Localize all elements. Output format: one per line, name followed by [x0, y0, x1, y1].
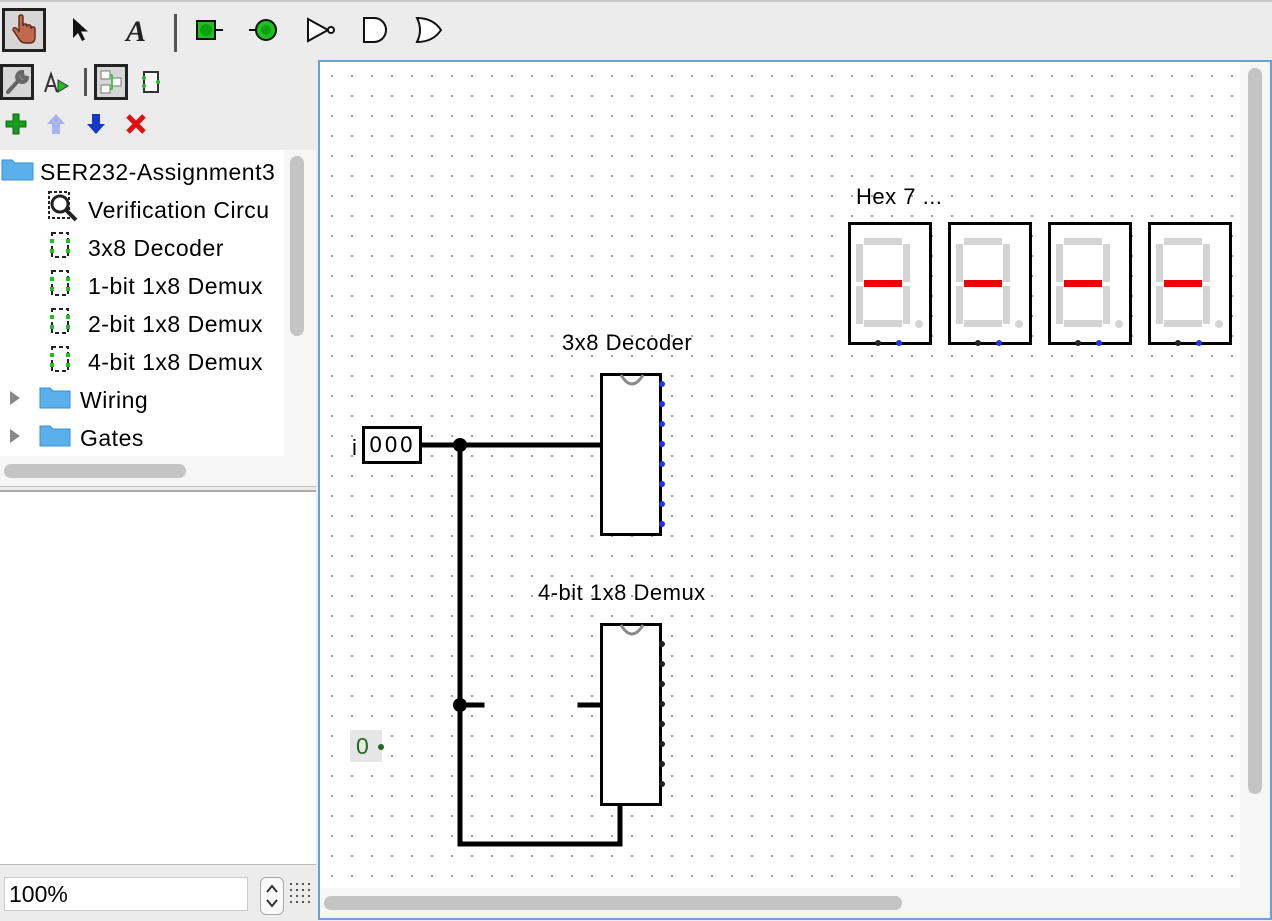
- toolbar-separator: [174, 14, 177, 52]
- hex-display[interactable]: [1148, 222, 1234, 353]
- notch-icon: [619, 374, 645, 386]
- toolbar: A: [0, 0, 1272, 62]
- decoder-label: 3x8 Decoder: [562, 330, 693, 355]
- panel-separator: [84, 68, 87, 96]
- expand-arrow-icon[interactable]: [6, 387, 24, 414]
- wire-junction: [453, 438, 467, 452]
- layout-icon[interactable]: [94, 64, 128, 100]
- scroll-corner: [1240, 888, 1270, 918]
- expand-arrow-icon[interactable]: [6, 425, 24, 452]
- grid-toggle-icon[interactable]: [288, 881, 312, 910]
- notch-icon: [619, 624, 645, 636]
- tree-item-verification[interactable]: Verification Circu: [46, 190, 270, 230]
- demux-label: 4-bit 1x8 Demux: [538, 580, 706, 605]
- subcircuit-icon: [46, 229, 76, 267]
- demux-component[interactable]: [600, 623, 662, 806]
- tree-item-4bit-demux[interactable]: 4-bit 1x8 Demux: [46, 344, 263, 380]
- simulate-icon[interactable]: [40, 64, 74, 100]
- tree-library-gates[interactable]: Gates: [6, 420, 144, 456]
- constant-port: [378, 744, 384, 750]
- zoom-stepper[interactable]: [260, 877, 284, 915]
- decoder-component[interactable]: [600, 373, 662, 536]
- canvas-horizontal-scrollbar[interactable]: [324, 896, 902, 910]
- select-tool-icon[interactable]: [58, 8, 102, 52]
- tree-item-3x8-decoder[interactable]: 3x8 Decoder: [46, 230, 224, 266]
- subcircuit-icon: [46, 267, 76, 305]
- wrench-icon[interactable]: [0, 64, 34, 100]
- attribute-table: [0, 490, 316, 864]
- tree-vertical-scrollbar[interactable]: [290, 156, 304, 336]
- svg-text:A: A: [124, 15, 146, 47]
- move-down-icon[interactable]: [84, 112, 108, 141]
- input-pin-icon[interactable]: [186, 8, 230, 52]
- poke-tool-icon[interactable]: [2, 8, 46, 52]
- circuit-canvas[interactable]: i 000 3x8 Decoder 4-bit 1x8 Demux 0 Hex …: [318, 60, 1272, 920]
- wire-junction: [453, 698, 467, 712]
- magnifier-icon: [46, 190, 80, 230]
- folder-icon: [0, 156, 36, 188]
- tree-item-1bit-demux[interactable]: 1-bit 1x8 Demux: [46, 268, 263, 304]
- project-name: SER232-Assignment3: [40, 158, 276, 185]
- subcircuit-icon: [46, 305, 76, 343]
- hex-display-label: Hex 7 ...: [856, 184, 943, 209]
- demux-output-ports: [659, 641, 665, 787]
- project-folder[interactable]: SER232-Assignment3: [0, 154, 275, 190]
- tree-item-label: 1-bit 1x8 Demux: [88, 272, 263, 299]
- tree-item-2bit-demux[interactable]: 2-bit 1x8 Demux: [46, 306, 263, 342]
- delete-icon[interactable]: [124, 112, 148, 141]
- output-pin-icon[interactable]: [242, 8, 286, 52]
- move-up-icon[interactable]: [44, 112, 68, 141]
- folder-icon: [38, 422, 72, 454]
- decoder-output-ports: [659, 381, 665, 527]
- input-pin[interactable]: 000: [362, 426, 422, 464]
- constant[interactable]: 0: [350, 730, 382, 762]
- hex-display[interactable]: [1048, 222, 1134, 353]
- or-gate-icon[interactable]: [406, 8, 450, 52]
- hex-display[interactable]: [848, 222, 934, 353]
- tree-horizontal-scrollbar[interactable]: [4, 464, 186, 478]
- library-label: Gates: [80, 424, 144, 451]
- library-label: Wiring: [80, 386, 149, 413]
- input-pin-label: i: [352, 435, 358, 460]
- wires: [419, 438, 623, 847]
- tree-item-label: Verification Circu: [88, 196, 270, 223]
- text-tool-icon[interactable]: A: [116, 8, 160, 52]
- tree-library-wiring[interactable]: Wiring: [6, 382, 148, 418]
- add-circuit-icon[interactable]: [4, 112, 28, 141]
- not-gate-icon[interactable]: [298, 8, 342, 52]
- tree-item-label: 3x8 Decoder: [88, 234, 224, 261]
- subcircuit-icon: [46, 343, 76, 381]
- tree-item-label: 2-bit 1x8 Demux: [88, 310, 263, 337]
- tree-item-label: 4-bit 1x8 Demux: [88, 348, 263, 375]
- circuit-tree: SER232-Assignment3 Verification Circu 3x…: [0, 150, 284, 456]
- folder-icon: [38, 384, 72, 416]
- and-gate-icon[interactable]: [352, 8, 396, 52]
- canvas-vertical-scrollbar[interactable]: [1248, 68, 1262, 794]
- zoom-bar: [0, 864, 316, 921]
- hex-display[interactable]: [948, 222, 1034, 353]
- zoom-input[interactable]: [4, 877, 248, 911]
- appearance-icon[interactable]: [134, 64, 168, 100]
